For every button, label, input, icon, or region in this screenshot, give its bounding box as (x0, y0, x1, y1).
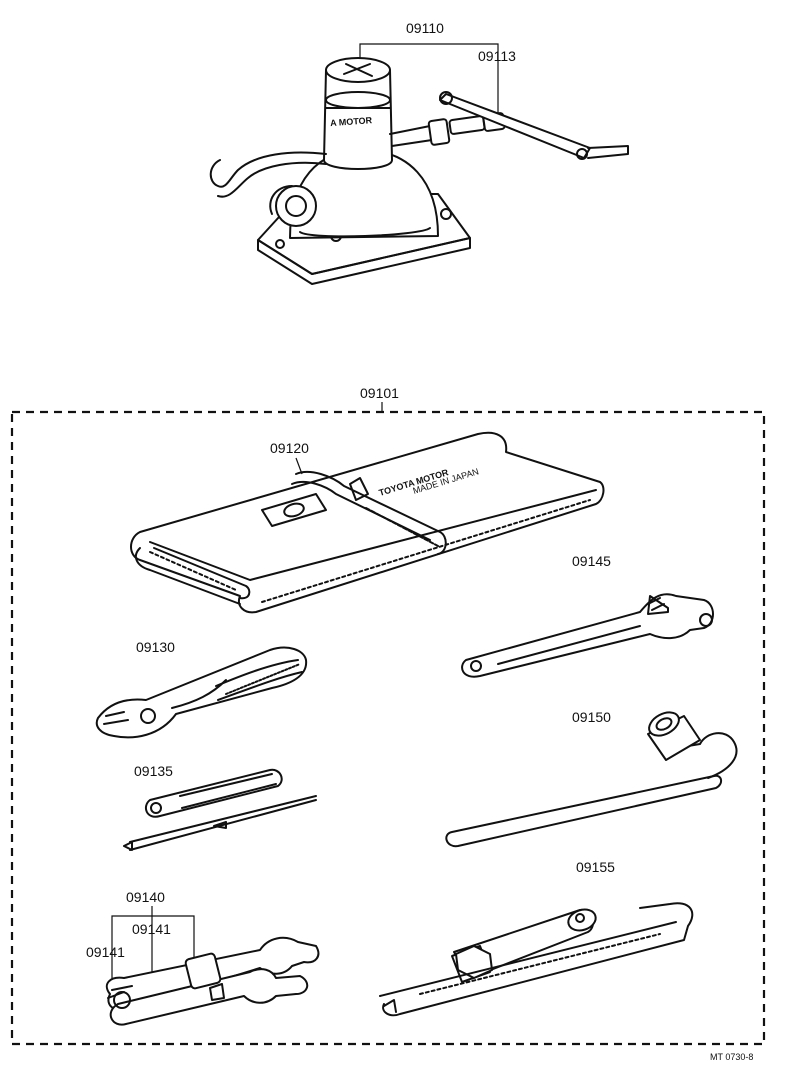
label-jack-handle: 09113 (478, 48, 516, 64)
label-adjustable-wrench: 09145 (572, 553, 611, 569)
bag-strap (295, 470, 447, 555)
jack-cylinder (323, 69, 393, 170)
figure-code: MT 0730-8 (710, 1052, 753, 1062)
plug-wrench (379, 902, 694, 1017)
adjustable-wrench (461, 593, 714, 678)
jack-hook (209, 151, 327, 188)
label-pliers: 09130 (136, 639, 175, 655)
label-wrench-set: 09140 (126, 889, 165, 905)
jack-shaft (389, 125, 433, 147)
pliers (95, 646, 308, 739)
screwdriver (123, 768, 317, 851)
label-screwdriver: 09135 (134, 763, 173, 779)
bag-emblem (261, 493, 327, 527)
label-plug-wrench: 09155 (576, 859, 615, 875)
leader-jack (359, 43, 499, 120)
label-jack: 09110 (406, 20, 444, 36)
label-kit: 09101 (360, 385, 399, 401)
tool-bag: TOYOTA MOTOR MADE IN JAPAN (130, 431, 605, 614)
label-lug-wrench: 09150 (572, 709, 611, 725)
wrench-set (105, 906, 320, 1026)
kit-boundary (10, 410, 766, 1046)
lug-wrench (445, 711, 738, 848)
jack-assembly: A MOTOR (209, 43, 629, 285)
jack-boss (275, 185, 317, 227)
label-wrench-a: 09141 (132, 921, 171, 937)
jack-marking: A MOTOR (330, 115, 373, 128)
label-tool-bag: 09120 (270, 440, 309, 456)
label-wrench-b: 09141 (86, 944, 125, 960)
